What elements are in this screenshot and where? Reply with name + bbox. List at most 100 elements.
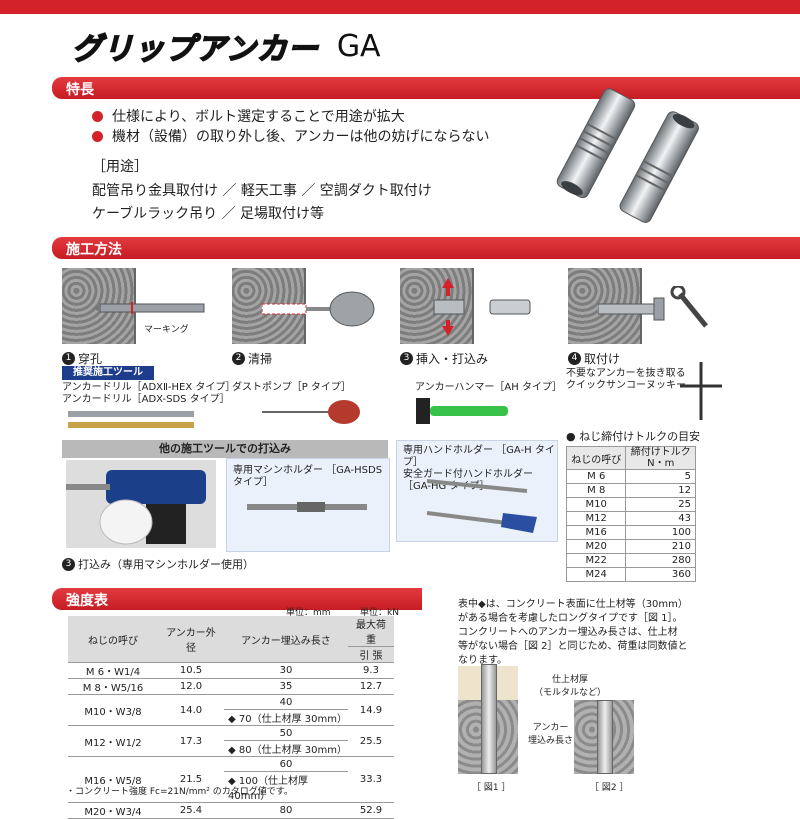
wrench-icon [598,286,708,328]
fig1-label: ［ 図1 ］ [472,783,511,793]
drill-tool-label: アンカードリル［ADXⅡ-HEX タイプ］ アンカードリル［ADX-SDS タイ… [62,382,235,406]
embed-length-label: アンカー 埋込み長さ [528,720,573,746]
table-row: ◆ 100（仕上材厚 40mm） [68,771,394,803]
torque-screw: M10 [565,497,627,512]
step-1-image: マーキング [62,268,208,344]
torque-value: 12 [625,483,696,498]
st-embed: 40 [224,694,348,710]
usage-line-1: 配管吊り金具取付け ／ 軽天工事 ／ 空調ダクト取付け [92,183,432,199]
step-text: 挿入・打込み [416,352,489,366]
wrench-line-1: 不要なアンカーを抜き取る [566,368,686,379]
step-number: 3 [400,352,413,365]
st-embed: 30 [224,662,348,679]
st-load: 14.9 [348,694,394,726]
step-4-image [568,268,714,344]
step-1-label: 1 穿孔 [62,350,102,367]
pump-image [262,400,360,424]
drill-line-2: アンカードリル［ADX-SDS タイプ］ [62,394,230,405]
pump-tool-label: ダストポンプ［P タイプ］ [232,382,351,393]
torque-value: 25 [625,497,696,512]
torque-value: 43 [625,511,696,526]
wrench-tool-label: 不要なアンカーを抜き取る クイックサンコーヌッキー [566,368,686,392]
usage-heading: ［用途］ [92,159,148,175]
step-number: 3 [62,557,75,571]
unit-kn: 単位：kN [360,608,399,618]
dust-pump-icon [262,291,375,327]
feature-item-1: 仕様により、ボルト選定することで用途が拡大 [92,106,405,126]
torque-value: 210 [625,539,696,554]
drill-line-1: アンカードリル［ADXⅡ-HEX タイプ］ [62,382,236,393]
torque-header-right: 締付けトルク N・m [625,446,696,470]
machine-holder-label: 専用マシンホルダー ［GA-HSDS タイプ］ [233,465,383,488]
step-2-image [232,268,378,344]
hand-holder-line-2: 安全ガード付ハンドホルダー［GA-HG タイプ］ [403,469,533,492]
st-embed-long: ◆ 80（仕上材厚 30mm） [224,740,348,757]
st-load: 52.9 [348,802,394,819]
torque-title: ● ねじ締付けトルクの目安 [566,430,701,443]
st-embed: 50 [224,725,348,741]
machine-holder-image [247,502,367,512]
step-number: 4 [568,352,581,365]
step-number: 2 [232,352,245,365]
torque-header-right-2: N・m [647,458,675,469]
table-row: M 8・W5/16 12.0 35 12.7 [68,678,394,695]
note-line: 表中◆は、コンクリート表面に仕上材等（30mm） [458,599,688,610]
st-od: 12.0 [158,678,224,695]
torque-screw: M22 [565,553,627,568]
st-screw: M12・W1/2 [68,725,158,757]
method-heading: 施工方法 [66,242,122,258]
torque-screw: M16 [565,525,627,540]
marking-label: マーキング [144,325,189,335]
st-header-tension: 引 張 [348,646,394,663]
step-3-image [400,268,546,344]
embed-label-1: アンカー [532,723,569,733]
note-line: 等がない場合［図 2］と同じため、荷重は同数値と [458,641,688,652]
torque-screw: M 6 [565,469,627,484]
method-heading-bar: 施工方法 [52,237,800,259]
torque-screw: M 8 [565,483,627,498]
machine-drive-photo [66,460,216,548]
hand-holder-image [427,479,537,533]
wrench-line-2: クイックサンコーヌッキー [566,380,686,391]
feature-text-1: 仕様により、ボルト選定することで用途が拡大 [112,109,405,125]
st-screw: M 6・W1/4 [68,662,158,679]
table-row: ◆ 80（仕上材厚 30mm） [68,740,394,757]
note-line: なります。 [458,655,507,666]
feature-text-2: 機材（設備）の取り外し後、アンカーは他の妨げにならない [112,129,490,145]
st-embed: 60 [224,756,348,772]
finish-label-2: （モルタルなど） [534,688,607,698]
product-name-jp: グリップアンカー [71,31,319,68]
st-embed: 80 [224,802,348,819]
table-row: M12・W1/2 17.3 50 25.5 [68,725,394,757]
product-model: GA [336,28,381,64]
step-text: 穿孔 [78,352,103,366]
note-line: がある場合を考慮したロングタイプです［図 1］。 [458,613,683,624]
right-note: 表中◆は、コンクリート表面に仕上材等（30mm） がある場合を考慮したロングタイ… [458,598,688,668]
fig1-anchor [481,664,497,774]
hammer-tool-label: アンカーハンマー［AH タイプ］ [415,382,562,393]
st-embed: 35 [224,678,348,695]
fig2-anchor [597,700,613,774]
bullet-icon [92,130,103,142]
insert-anchor-icon [433,278,531,336]
st-od: 17.3 [158,725,224,757]
top-bar [0,0,800,14]
st-header-screw: ねじの呼び [68,616,158,663]
machine-holder-box: 専用マシンホルダー ［GA-HSDS タイプ］ [226,458,390,552]
st-load: 9.3 [348,662,394,679]
features-heading: 特長 [66,82,94,98]
st-screw: M 8・W5/16 [68,678,158,695]
finish-thickness-label: 仕上材厚 （モルタルなど） [534,672,606,698]
st-screw: M10・W3/8 [68,694,158,726]
torque-screw: M12 [565,511,627,526]
note-line: コンクリートへのアンカー埋込み長さは、仕上材 [458,627,678,638]
st-od: 14.0 [158,694,224,726]
other-tools-bar: 他の施工ツールでの打込み [62,440,388,458]
